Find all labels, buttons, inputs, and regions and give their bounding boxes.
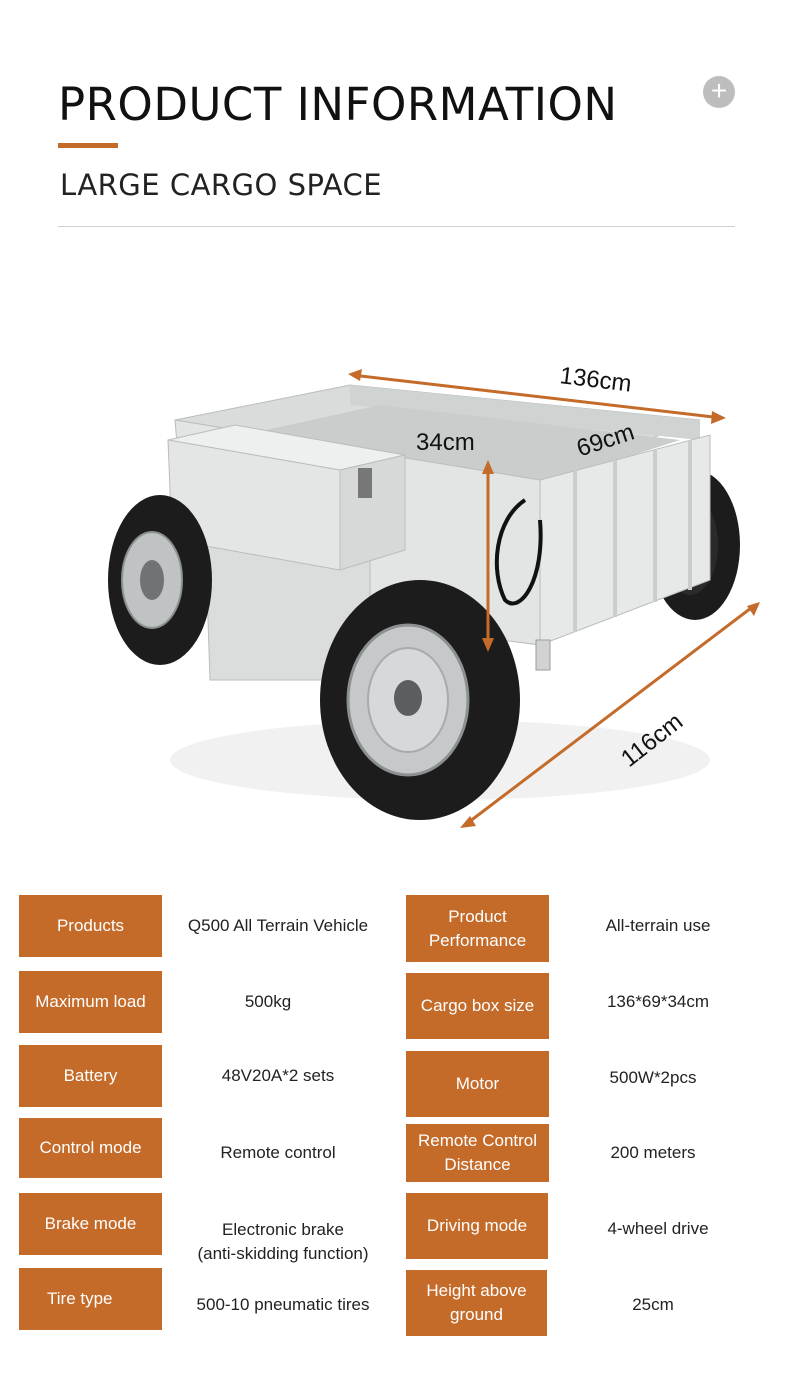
vehicle-illustration: 136cm 69cm 34cm 116cm: [108, 362, 760, 828]
spec-value-remote-control-distance: 200 meters: [610, 1143, 696, 1162]
rear-left-wheel: [108, 495, 212, 665]
spec-value-cargo-box-size: 136*69*34cm: [606, 992, 710, 1011]
spec-label-motor: Motor: [406, 1051, 549, 1117]
spec-value-height-above-ground: 25cm: [632, 1295, 674, 1314]
spec-label-tire-type: Tire type: [19, 1268, 162, 1330]
spec-label-driving-mode: Driving mode: [406, 1193, 548, 1259]
spec-label-battery: Battery: [19, 1045, 162, 1107]
spec-value-battery: 48V20A*2 sets: [221, 1066, 335, 1085]
spec-value-driving-mode: 4-wheel drive: [607, 1219, 709, 1238]
spec-value-brake-mode: Electronic brake (anti-skidding function…: [197, 1220, 369, 1263]
spec-label-height-above-ground: Height above ground: [406, 1270, 547, 1336]
spec-value-control-mode: Remote control: [220, 1143, 336, 1162]
section-subtitle: LARGE CARGO SPACE: [60, 168, 383, 202]
spec-label-brake-mode: Brake mode: [19, 1193, 162, 1255]
expand-plus-icon[interactable]: +: [703, 76, 735, 108]
spec-label-cargo-box-size: Cargo box size: [406, 973, 549, 1039]
battery-box: [167, 424, 406, 571]
spec-value-motor: 500W*2pcs: [609, 1068, 697, 1087]
height-label: 34cm: [416, 429, 475, 456]
spec-value-maximum-load: 500kg: [244, 992, 292, 1011]
spec-value-tire-type: 500-10 pneumatic tires: [196, 1295, 370, 1314]
dimension-arrows: [348, 369, 760, 828]
length-label: 136cm: [558, 362, 633, 398]
accent-bar: [58, 143, 118, 148]
length-arrow: [351, 373, 723, 420]
power-cable: [494, 498, 543, 606]
spec-label-remote-control-distance: Remote Control Distance: [406, 1124, 549, 1182]
spec-value-products: Q500 All Terrain Vehicle: [187, 916, 369, 935]
spec-label-product-performance: Product Performance: [406, 895, 549, 962]
spec-label-control-mode: Control mode: [19, 1118, 162, 1178]
spec-value-product-performance: All-terrain use: [605, 916, 711, 935]
header-divider: [58, 226, 735, 227]
spec-label-products: Products: [19, 895, 162, 957]
wheelbase-arrow: [464, 603, 756, 827]
spec-label-maximum-load: Maximum load: [19, 971, 162, 1033]
page-title: PRODUCT INFORMATION: [58, 78, 618, 131]
front-left-wheel: [320, 580, 520, 820]
